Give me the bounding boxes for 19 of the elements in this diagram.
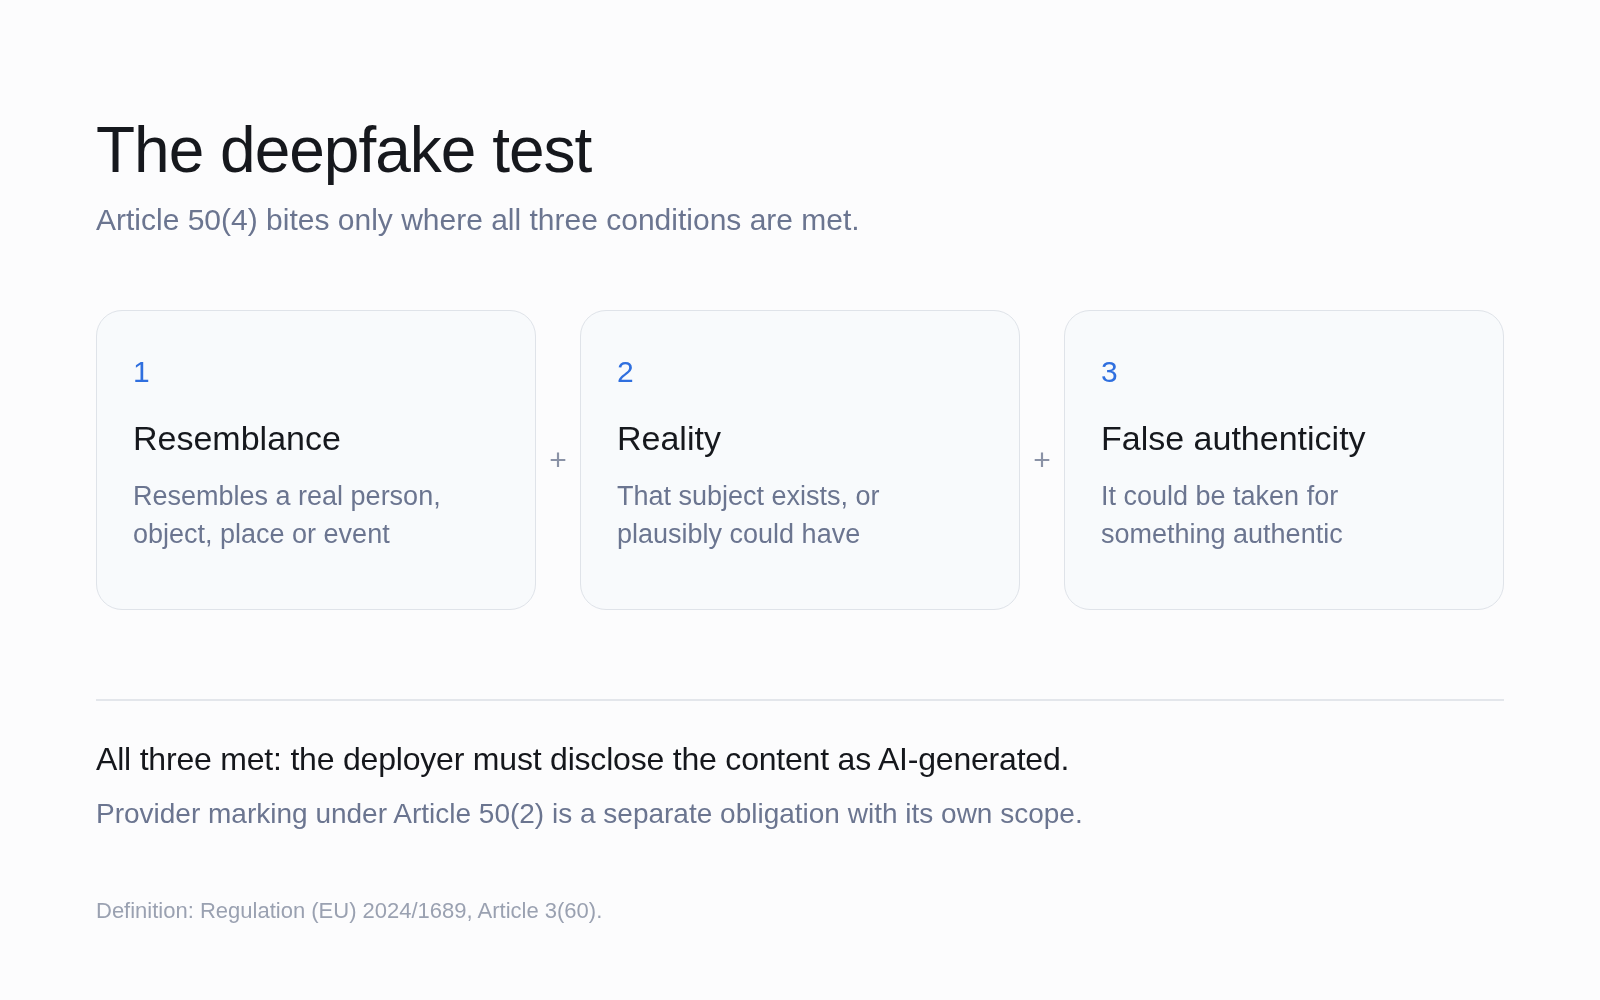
- condition-card: [1064, 310, 1504, 610]
- conclusion-text: All three met: the deployer must disclose the content as AI-generated.: [96, 741, 1070, 778]
- note-text: Provider marking under Article 50(2) is a separate obligation with its own scope.: [96, 798, 1083, 831]
- card-heading: False authenticity: [1101, 418, 1366, 458]
- step-number: 2: [617, 355, 634, 390]
- step-number: 3: [1101, 355, 1118, 390]
- condition-card: [96, 310, 536, 610]
- subtitle: Article 50(4) bites only where all three conditions are met.: [96, 203, 860, 238]
- card-heading: Reality: [617, 418, 721, 458]
- page-title: The deepfake test: [96, 114, 592, 188]
- card-description: That subject exists, or plausibly could have: [617, 479, 881, 551]
- step-number: 1: [133, 355, 150, 390]
- footnote: Definition: Regulation (EU) 2024/1689, Article 3(60).: [96, 898, 603, 924]
- plus-sign: +: [1032, 445, 1052, 475]
- plus-sign: +: [548, 445, 568, 475]
- card-description: Resembles a real person, object, place or event: [133, 479, 442, 551]
- card-description: It could be taken for something authentic: [1101, 479, 1344, 551]
- condition-card: [580, 310, 1020, 610]
- card-heading: Resemblance: [133, 418, 341, 458]
